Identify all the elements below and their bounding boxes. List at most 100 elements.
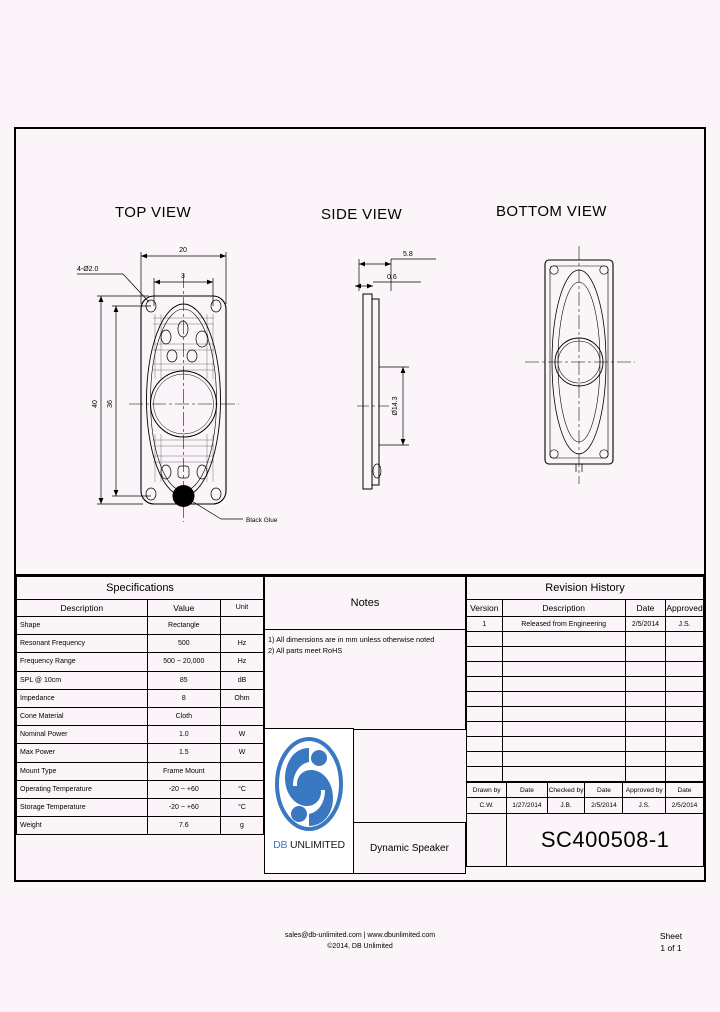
top-view-glue-label: Black Glue: [246, 517, 278, 524]
footer-copyright: ©2014, DB Unlimited: [327, 943, 393, 950]
table-row-empty: [466, 661, 704, 677]
spec-value: 7.6: [146, 816, 222, 836]
table-row-empty: [466, 736, 704, 752]
tb-header-drawn-by: Drawn by: [465, 782, 508, 798]
side-view-dim-depth: 5.8: [403, 251, 413, 258]
spec-description: Storage Temperature: [16, 797, 148, 818]
sheet-info: Sheet 1 of 1: [636, 930, 706, 954]
table-row: Impedance 8 Ohm: [16, 688, 264, 708]
note-line: 2) All parts meet RoHS: [268, 646, 343, 655]
tb-drawn-date: 1/27/2014: [506, 797, 548, 814]
spec-description: Cone Material: [16, 706, 148, 727]
rev-version: 1: [466, 616, 503, 632]
rev-header-approved: Approved: [665, 599, 704, 617]
spec-unit: °C: [220, 797, 264, 818]
spec-unit: Ohm: [220, 688, 264, 708]
part-number-row: SC400508-1: [465, 813, 704, 867]
specifications-title: Specifications: [16, 576, 264, 600]
specifications-table: Specifications Description Value Unit Sh…: [16, 576, 264, 836]
product-name-cell: Dynamic Speaker: [354, 822, 466, 874]
spec-header-unit: Unit: [220, 599, 264, 617]
tb-header-drawn-date: Date: [506, 782, 548, 798]
spec-value: 500: [146, 634, 222, 654]
tb-checked-date: 2/5/2014: [584, 797, 624, 814]
spec-value: 8: [146, 688, 222, 708]
title-block-header-row: Drawn by Date Checked by Date Approved b…: [465, 782, 704, 798]
bottom-view-title: BOTTOM VIEW: [496, 203, 607, 220]
spec-description: Resonant Frequency: [16, 634, 148, 654]
table-row-empty: [466, 721, 704, 737]
top-view-title: TOP VIEW: [115, 204, 191, 221]
bottom-view-drawing: [525, 246, 635, 484]
spec-unit: W: [220, 743, 264, 763]
table-row: Resonant Frequency 500 Hz: [16, 634, 264, 654]
spec-unit: W: [220, 725, 264, 745]
rev-approved: J.S.: [665, 616, 704, 632]
sheet-label: Sheet: [659, 931, 683, 941]
tb-drawn-by: C.W.: [465, 797, 508, 814]
footer-contact: sales@db-unlimited.com | www.dbunlimited…: [284, 932, 436, 939]
top-view-drawing: 20 3 4-Ø2.0 40 36 Black Glue: [77, 247, 278, 524]
table-row-empty: [466, 676, 704, 692]
spec-description: Frequency Range: [16, 652, 148, 672]
spec-description: Nominal Power: [16, 725, 148, 745]
spec-value: Rectangle: [146, 615, 222, 636]
table-row: 1 Released from Engineering 2/5/2014 J.S…: [466, 616, 704, 632]
rev-header-version: Version: [466, 599, 503, 617]
rev-header-description: Description: [501, 599, 626, 617]
tables-region: Specifications Description Value Unit Sh…: [16, 576, 704, 880]
table-row: Max Power 1.5 W: [16, 743, 264, 763]
table-row-empty: [466, 646, 704, 662]
table-row: Weight 7.6 g: [16, 816, 264, 836]
top-view-hole-callout: 4-Ø2.0: [77, 266, 99, 273]
tb-header-checked-date: Date: [584, 782, 624, 798]
spec-value: 500 ~ 20,000: [146, 652, 222, 672]
side-view-dim-flange: 0.6: [387, 274, 397, 281]
tb-approved-by: J.S.: [622, 797, 667, 814]
part-number: SC400508-1: [506, 813, 704, 867]
revision-column: Revision History Version Description Dat…: [465, 576, 704, 880]
notes-table: Notes: [264, 576, 466, 630]
table-row: Shape Rectangle: [16, 615, 264, 636]
spec-description: Impedance: [16, 688, 148, 708]
spec-header-value: Value: [146, 599, 222, 617]
logo-db-text: DB: [273, 839, 288, 851]
title-block-table: Drawn by Date Checked by Date Approved b…: [465, 782, 704, 867]
table-row-empty: [466, 631, 704, 647]
spec-unit: Hz: [220, 652, 264, 672]
part-number-blank: [465, 813, 508, 867]
spec-value: 85: [146, 670, 222, 690]
spec-value: -20 ~ +60: [146, 779, 222, 799]
spec-value: Cloth: [146, 706, 222, 727]
spec-value: 1.0: [146, 725, 222, 745]
footer-contact-block: sales@db-unlimited.com | www.dbunlimited…: [0, 930, 720, 952]
table-row: Frequency Range 500 ~ 20,000 Hz: [16, 652, 264, 672]
spec-description: Shape: [16, 615, 148, 636]
spec-unit: [220, 761, 264, 781]
rev-description: Released from Engineering: [501, 616, 626, 632]
note-line: 1) All dimensions are in mm unless other…: [268, 635, 435, 644]
table-row: Cone Material Cloth: [16, 706, 264, 727]
spec-value: Frame Mount: [146, 761, 222, 781]
tb-checked-by: J.B.: [546, 797, 586, 814]
logo-wordmark: DB UNLIMITED: [273, 839, 345, 851]
tb-header-approved-date: Date: [665, 782, 704, 798]
top-view-dim-width: 20: [179, 247, 187, 254]
spec-value: 1.5: [146, 743, 222, 763]
table-row: Mount Type Frame Mount: [16, 761, 264, 781]
spec-unit: g: [220, 816, 264, 836]
spec-header-description: Description: [16, 599, 148, 617]
rev-header-date: Date: [624, 599, 667, 617]
company-logo: DB UNLIMITED: [264, 728, 354, 874]
revision-history-table: Revision History Version Description Dat…: [466, 576, 704, 782]
spec-description: SPL @ 10cm: [16, 670, 148, 690]
revision-history-title: Revision History: [466, 576, 704, 600]
side-view-drawing: 5.8 0.6 Ø14.3: [355, 251, 436, 490]
notes-title: Notes: [264, 576, 466, 630]
table-row: Nominal Power 1.0 W: [16, 725, 264, 745]
sheet-number: 1 of 1: [660, 943, 682, 953]
spec-unit: °C: [220, 779, 264, 799]
table-row-empty: [466, 691, 704, 707]
spec-unit: Hz: [220, 634, 264, 654]
spec-unit: [220, 706, 264, 727]
